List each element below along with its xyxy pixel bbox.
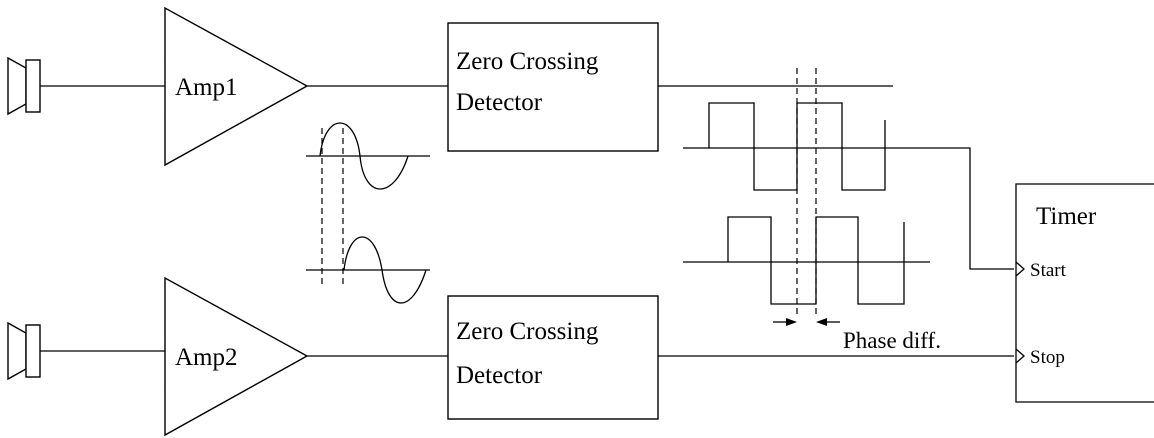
- microphone-icon: [7, 56, 41, 116]
- timer-start-label: Start: [1030, 260, 1067, 281]
- square-wave-bottom: [683, 216, 930, 305]
- detector-top-line2: Detector: [456, 89, 543, 116]
- start-input-triangle: [1015, 261, 1025, 277]
- timer-block: [1015, 183, 1154, 403]
- zero-crossing-detector-bottom: [447, 295, 659, 420]
- detector-top-line1: Zero Crossing: [456, 48, 599, 75]
- amp1-label: Amp1: [175, 74, 238, 101]
- phase-diff-label: Phase diff.: [843, 328, 941, 353]
- sine-wave-top: [306, 122, 430, 190]
- amp1-triangle: [164, 6, 309, 167]
- phase-diff-arrows: [773, 318, 840, 326]
- zero-crossing-detector-top: [447, 22, 659, 152]
- start-wire: [930, 147, 1014, 270]
- amp2-label: Amp2: [175, 344, 238, 371]
- detector-bottom-line2: Detector: [456, 362, 543, 389]
- timer-stop-label: Stop: [1030, 347, 1065, 368]
- microphone-icon: [7, 321, 41, 381]
- sine-wave-bottom: [306, 236, 430, 304]
- amp2-triangle: [164, 276, 309, 437]
- timer-title: Timer: [1036, 203, 1097, 230]
- stop-input-triangle: [1015, 348, 1025, 364]
- detector-bottom-line1: Zero Crossing: [456, 318, 599, 345]
- square-wave-top: [683, 102, 930, 191]
